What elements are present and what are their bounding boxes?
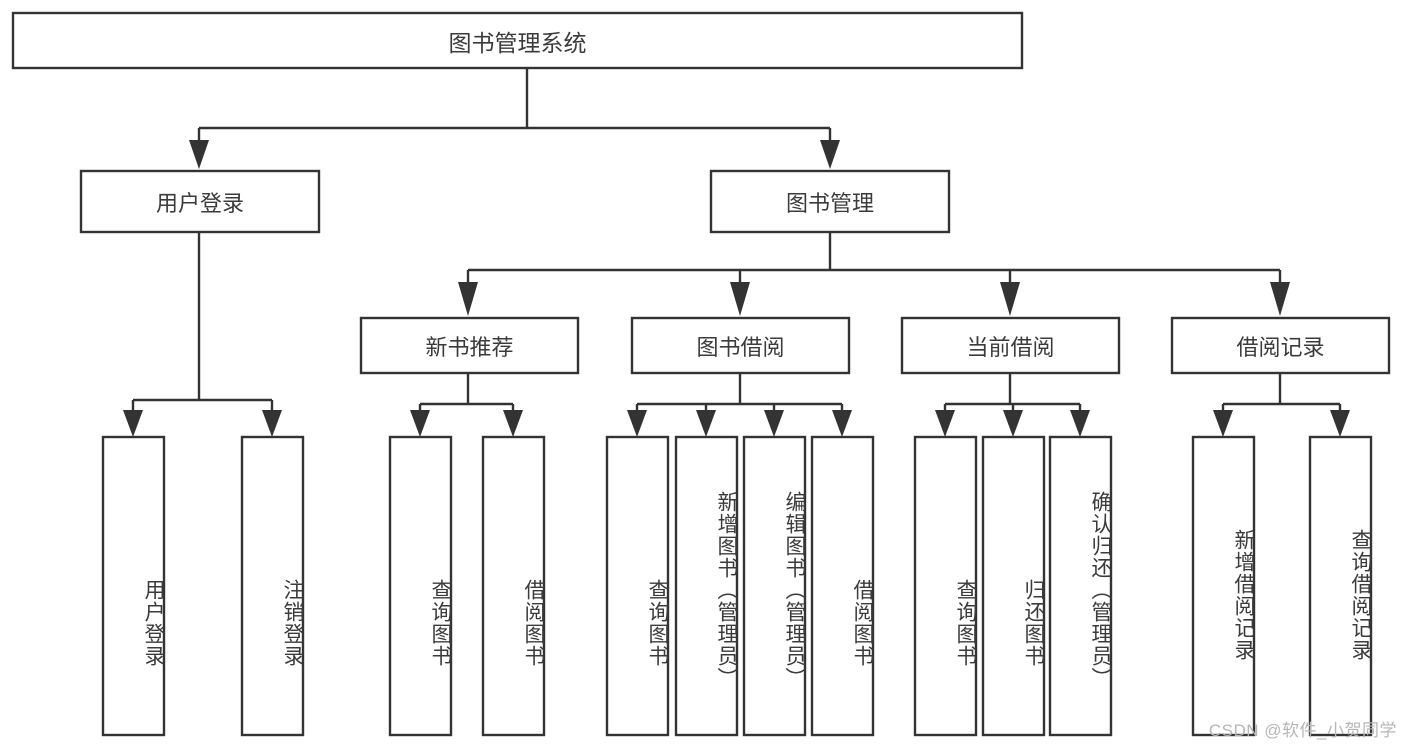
arrow-head-current-borrow — [1000, 282, 1020, 316]
node-box-borrow-record[interactable] — [1170, 316, 1391, 375]
node-box-new-book-recommend[interactable] — [359, 316, 580, 375]
node-box-current-borrow[interactable] — [900, 316, 1121, 375]
arrow-head-leaf-user-login — [123, 410, 143, 437]
arrow-head-leaf-query-record — [1330, 410, 1350, 437]
node-box-leaf-query-book-3[interactable] — [913, 435, 978, 737]
node-box-leaf-edit-book[interactable] — [742, 435, 807, 737]
arrow-head-book-borrow — [730, 282, 750, 316]
connector-current-borrow-split — [943, 373, 1082, 413]
connector-book-borrow-split — [635, 373, 844, 413]
node-box-leaf-user-login[interactable] — [101, 435, 166, 737]
connector-user-login-split — [131, 232, 274, 413]
connector-borrow-record-split — [1221, 373, 1342, 413]
node-box-user-login[interactable] — [79, 169, 321, 234]
node-box-leaf-query-book-2[interactable] — [605, 435, 670, 737]
arrow-head-leaf-confirm-return — [1070, 410, 1090, 437]
node-box-leaf-add-record[interactable] — [1191, 435, 1256, 737]
node-box-book-borrow[interactable] — [630, 316, 851, 375]
node-box-book-manage[interactable] — [709, 169, 951, 234]
arrow-head-new-book-recommend — [458, 282, 478, 316]
node-box-leaf-query-record[interactable] — [1308, 435, 1373, 737]
arrow-head-leaf-query-book-1 — [410, 410, 430, 437]
connector-root-to-level2 — [197, 68, 832, 143]
arrow-head-leaf-return-book — [1003, 410, 1023, 437]
node-box-leaf-add-book[interactable] — [674, 435, 739, 737]
arrow-head-leaf-edit-book — [764, 410, 784, 437]
node-box-leaf-borrow-book-2[interactable] — [810, 435, 875, 737]
arrow-head-leaf-add-book — [696, 410, 716, 437]
arrow-head-user-login — [189, 140, 209, 169]
arrow-head-leaf-borrow-book-2 — [832, 410, 852, 437]
node-box-leaf-return-book[interactable] — [981, 435, 1046, 737]
arrow-head-leaf-logout-login — [262, 410, 282, 437]
node-box-leaf-borrow-book-1[interactable] — [481, 435, 546, 737]
arrow-head-leaf-add-record — [1213, 410, 1233, 437]
node-box-leaf-logout-login[interactable] — [240, 435, 305, 737]
node-box-leaf-confirm-return[interactable] — [1048, 435, 1113, 737]
connector-book-manage-split — [466, 232, 1282, 285]
connector-new-book-recommend-split — [418, 373, 515, 413]
arrow-head-leaf-borrow-book-1 — [503, 410, 523, 437]
arrow-head-borrow-record — [1270, 282, 1290, 316]
arrow-head-leaf-query-book-3 — [935, 410, 955, 437]
arrow-head-book-manage — [820, 140, 840, 169]
node-box-leaf-query-book-1[interactable] — [388, 435, 453, 737]
node-box-root[interactable] — [11, 11, 1024, 70]
arrow-head-leaf-query-book-2 — [627, 410, 647, 437]
